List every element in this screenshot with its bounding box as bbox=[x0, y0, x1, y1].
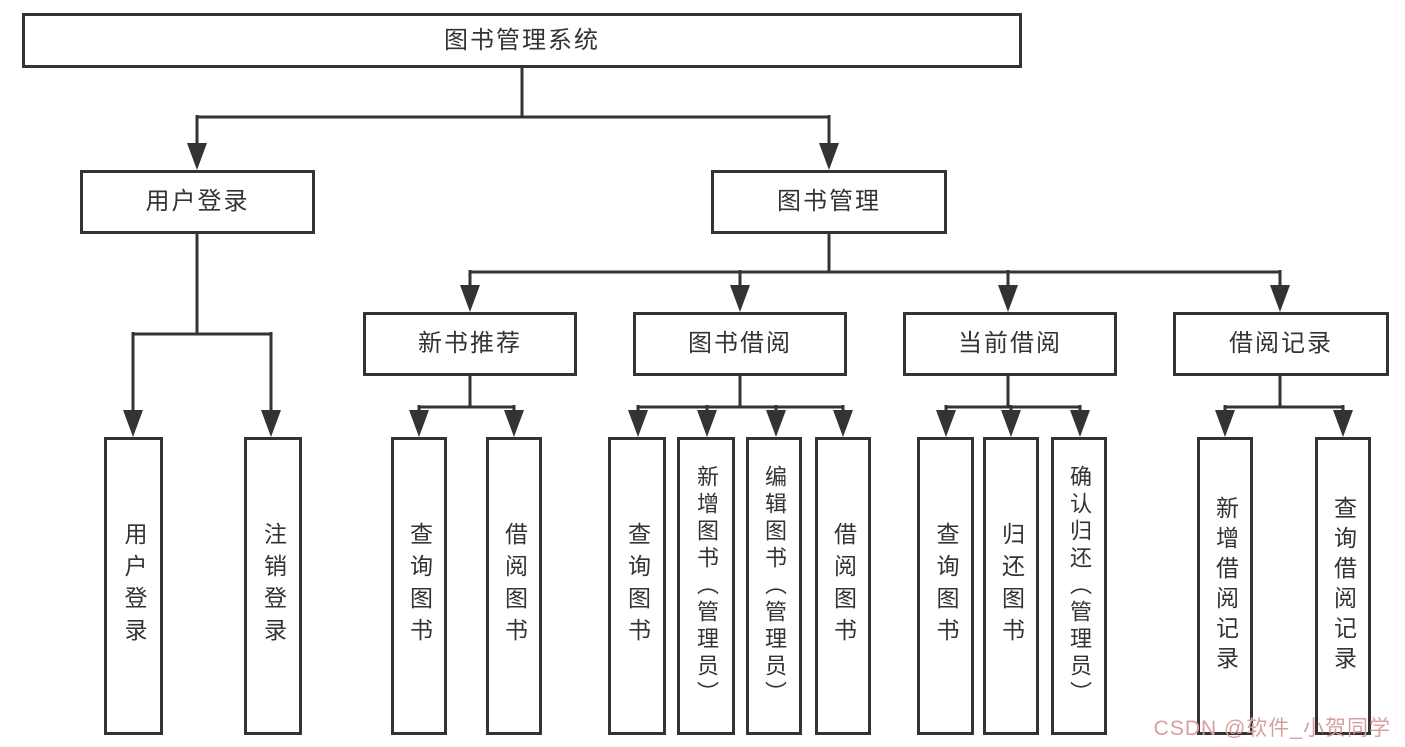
leaf-add-borrow-record: 新增借阅记录 bbox=[1197, 437, 1253, 735]
leaf-return-books: 归还图书 bbox=[983, 437, 1039, 735]
leaf-query-books-recommend: 查询图书 bbox=[391, 437, 447, 735]
leaf-confirm-return-admin: 确认归还（管理员） bbox=[1051, 437, 1107, 735]
leaf-borrow-books-borrowing: 借阅图书 bbox=[815, 437, 871, 735]
leaf-query-borrow-record: 查询借阅记录 bbox=[1315, 437, 1371, 735]
node-borrowing-records: 借阅记录 bbox=[1173, 312, 1389, 376]
leaf-query-books-current: 查询图书 bbox=[917, 437, 974, 735]
node-book-management: 图书管理 bbox=[711, 170, 947, 234]
arrowheads bbox=[123, 143, 1353, 437]
node-user-login: 用户登录 bbox=[80, 170, 315, 234]
leaf-add-book-admin: 新增图书（管理员） bbox=[677, 437, 735, 735]
leaf-query-books-borrowing: 查询图书 bbox=[608, 437, 666, 735]
leaf-logout: 注销登录 bbox=[244, 437, 302, 735]
leaf-edit-book-admin: 编辑图书（管理员） bbox=[746, 437, 802, 735]
leaf-user-login: 用户登录 bbox=[104, 437, 163, 735]
node-new-book-recommendation: 新书推荐 bbox=[363, 312, 577, 376]
node-system-root: 图书管理系统 bbox=[22, 13, 1022, 68]
watermark: CSDN @软件_小贺同学 bbox=[1153, 717, 1391, 740]
node-book-borrowing: 图书借阅 bbox=[633, 312, 847, 376]
node-current-borrowing: 当前借阅 bbox=[903, 312, 1117, 376]
leaf-borrow-books-recommend: 借阅图书 bbox=[486, 437, 542, 735]
